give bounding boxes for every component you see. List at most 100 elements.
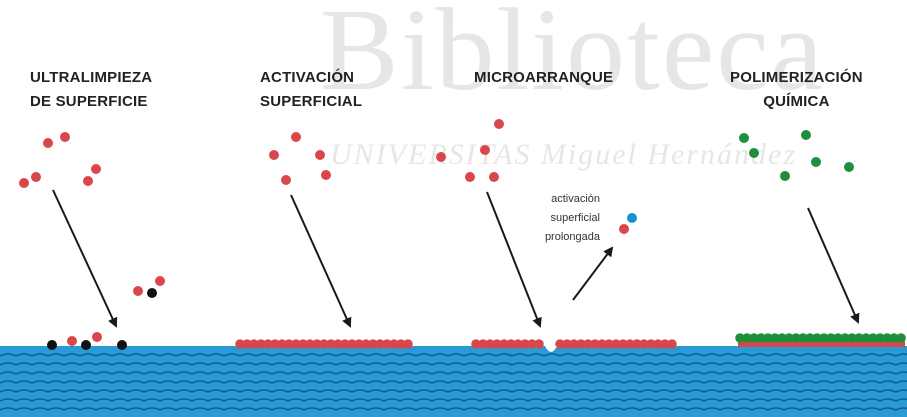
polymer-surface-bead	[819, 333, 829, 343]
monomer-green-particle	[801, 130, 811, 140]
activated-surface-bead	[347, 339, 357, 349]
wave-line	[0, 398, 907, 402]
activated-surface-bead	[235, 339, 245, 349]
arrow-panel-2	[290, 194, 352, 328]
contaminant-red-particle	[155, 276, 165, 286]
panel-title-3: MICROARRANQUE	[474, 66, 613, 90]
activated-surface-bead	[256, 339, 266, 349]
polymer-surface-bead	[791, 333, 801, 343]
polymer-surface-bead	[854, 333, 864, 343]
activated-surface-bead	[249, 339, 259, 349]
activated-surface-bead	[354, 339, 364, 349]
wave-line	[0, 371, 907, 375]
polymer-surface-bead	[798, 333, 808, 343]
activated-surface-bead	[340, 339, 350, 349]
activation-red-particle	[480, 145, 490, 155]
panel-title-4-line2: QUÍMICA	[763, 93, 830, 110]
arrow-panel-3-up	[572, 246, 614, 301]
particles	[19, 119, 854, 350]
monomer-green-particle	[749, 148, 759, 158]
activated-surface-bead	[597, 339, 607, 349]
annotation-line3: prolongada	[544, 231, 600, 243]
activated-surface-bead	[403, 339, 413, 349]
monomer-green-particle	[780, 171, 790, 181]
panel-title-4-line1: POLIMERIZACIÓN	[730, 69, 863, 86]
polymer-surface-bead	[875, 333, 885, 343]
activated-surface-bead	[382, 339, 392, 349]
contaminant-black-particle	[81, 340, 91, 350]
activated-surface-bead	[506, 339, 516, 349]
panel-title-2: ACTIVACIÓN SUPERFICIAL	[260, 66, 362, 114]
polymer-surface-bead	[742, 333, 752, 343]
annotation-line2: superficial	[550, 212, 600, 224]
activation-red-particle	[436, 152, 446, 162]
activated-surface-bead	[590, 339, 600, 349]
activated-surface-bead	[583, 339, 593, 349]
contaminant-red-particle	[83, 176, 93, 186]
polymer-surface-bead	[749, 333, 759, 343]
polymer-surface-bead	[784, 333, 794, 343]
polymer-surface-bead	[861, 333, 871, 343]
contaminant-red-particle	[60, 132, 70, 142]
activated-surface-bead	[319, 339, 329, 349]
activated-surface-bead	[396, 339, 406, 349]
ejected-red-particle	[619, 224, 629, 234]
activated-surface-bead	[527, 339, 537, 349]
activated-surface-bead	[499, 339, 509, 349]
activated-surface-bead	[625, 339, 635, 349]
panel-title-1-line1: ULTRALIMPIEZA	[30, 69, 153, 86]
activated-surface-bead	[312, 339, 322, 349]
activated-surface-bead	[471, 339, 481, 349]
contaminant-red-particle	[92, 332, 102, 342]
activated-surface-bead	[368, 339, 378, 349]
activated-surface-bead	[555, 339, 565, 349]
activated-surface-bead	[389, 339, 399, 349]
polymer-base-layer	[738, 341, 905, 347]
wave-line	[0, 380, 907, 384]
activation-red-particle	[315, 150, 325, 160]
activated-surface-bead	[611, 339, 621, 349]
arrow-panel-1	[52, 189, 118, 328]
activated-surface-bead	[646, 339, 656, 349]
polymer-surface-bead	[868, 333, 878, 343]
contaminant-red-particle	[133, 286, 143, 296]
polymer-surface-bead	[805, 333, 815, 343]
activated-surface-bead	[513, 339, 523, 349]
substrate-waves	[0, 353, 907, 411]
wave-line	[0, 389, 907, 393]
activation-red-particle	[269, 150, 279, 160]
activated-surface-bead	[569, 339, 579, 349]
contaminant-red-particle	[31, 172, 41, 182]
activation-red-particle	[465, 172, 475, 182]
activated-surface-bead	[305, 339, 315, 349]
panel-title-3-line1: MICROARRANQUE	[474, 69, 614, 86]
activation-red-particle	[291, 132, 301, 142]
annotation-line1: activación	[551, 193, 600, 205]
activation-red-particle	[489, 172, 499, 182]
activated-surface-bead	[520, 339, 530, 349]
contaminant-black-particle	[117, 340, 127, 350]
polymer-surface-bead	[826, 333, 836, 343]
activated-surface-bead	[660, 339, 670, 349]
activated-surface-bead	[284, 339, 294, 349]
polymer-surface-bead	[882, 333, 892, 343]
activated-surface-bead	[277, 339, 287, 349]
watermark-university: UNIVERSITAS Miguel Hernández	[330, 138, 798, 171]
activated-surface-bead	[604, 339, 614, 349]
activated-surface-bead	[485, 339, 495, 349]
activated-surface-bead	[562, 339, 572, 349]
micro-crack	[545, 346, 557, 352]
arrow-panel-4	[807, 207, 860, 324]
watermark-biblioteca: Biblioteca	[320, 0, 825, 115]
activation-red-particle	[494, 119, 504, 129]
wave-line	[0, 362, 907, 366]
activated-surface-bead	[361, 339, 371, 349]
wave-line	[0, 407, 907, 411]
activated-surface-bead	[375, 339, 385, 349]
polymer-surface-bead	[812, 333, 822, 343]
wave-line	[0, 353, 907, 357]
arrow-panel-3-down	[486, 191, 542, 328]
monomer-green-particle	[844, 162, 854, 172]
